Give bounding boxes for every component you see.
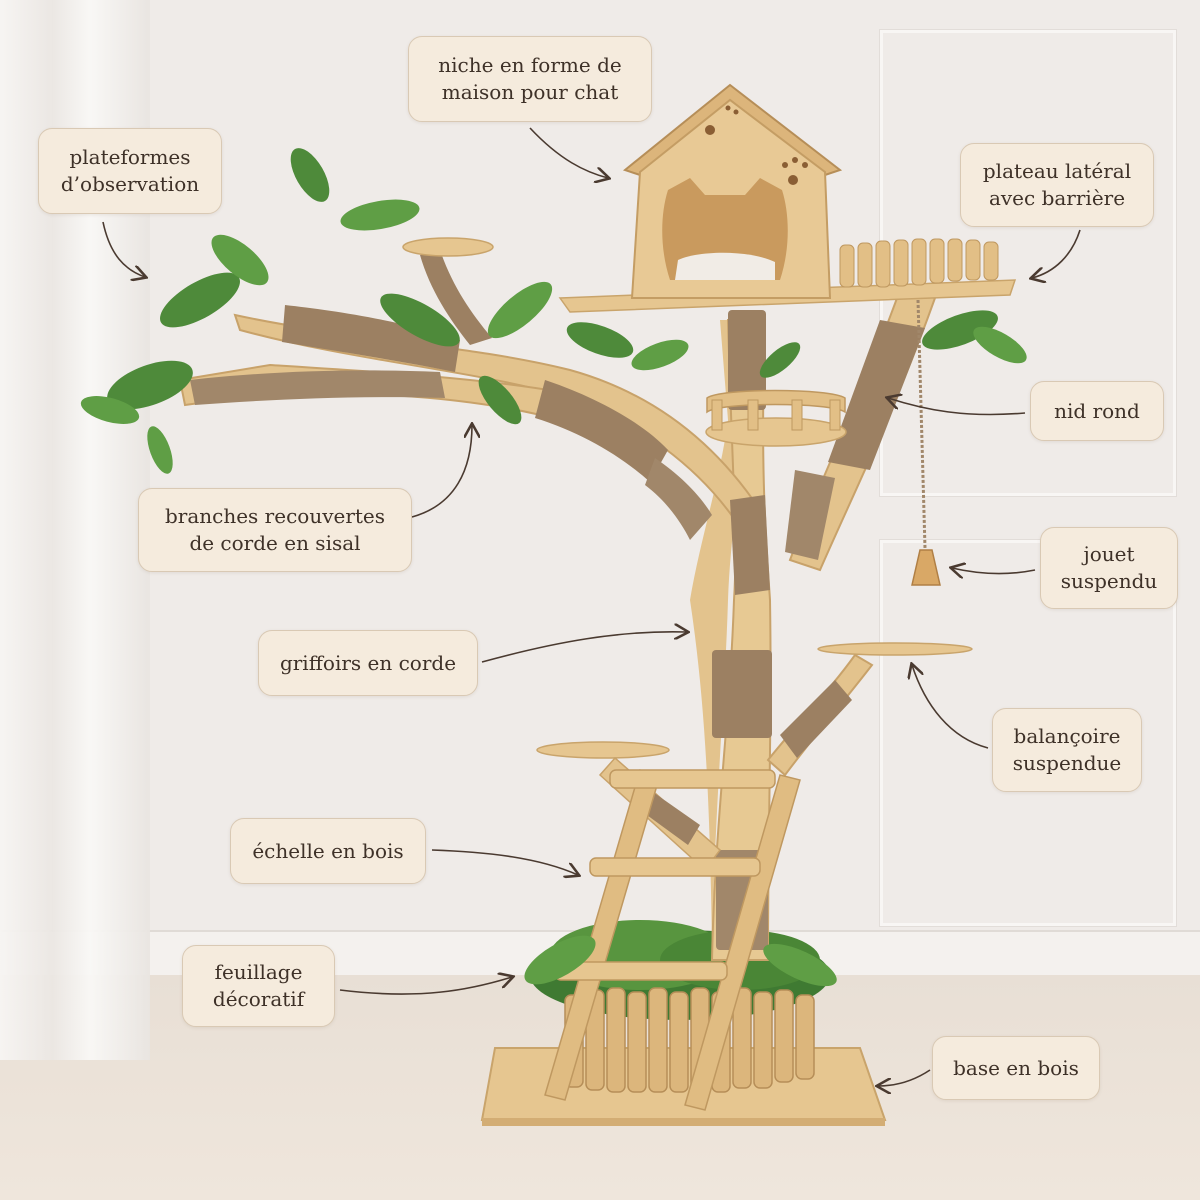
callout-arrows [102,127,1081,1086]
label-branches-line2: de corde en sisal [189,531,361,555]
label-jouet-line2: suspendu [1060,569,1158,593]
swing-branch [766,642,973,777]
label-echelle: échelle en bois [230,818,426,884]
arrow-branches [411,425,472,518]
arrow-feuillage [339,977,512,995]
arrow-echelle [431,849,578,875]
arrow-plateformes [102,221,145,277]
label-griffoirs: griffoirs en corde [258,630,478,696]
label-feuillage-line2: décoratif [212,987,305,1011]
arrow-niche [529,127,608,178]
label-plateau-line1: plateau latéral [982,159,1132,183]
right-branch [785,288,937,572]
round-nest [705,389,847,447]
foliage [80,148,1027,987]
label-balancoire-line1: balançoire [1013,724,1121,748]
arrow-plateau [1032,229,1081,278]
label-griffoirs-line1: griffoirs en corde [279,650,457,675]
label-plateau: plateau latéral avec barrière [960,143,1154,227]
hanging-toy [911,299,941,586]
wall-panel [880,540,1176,926]
label-plateformes-line2: d’observation [60,172,200,196]
label-jouet-line1: jouet [1083,542,1135,566]
label-nid: nid rond [1030,381,1164,441]
label-balancoire: balançoire suspendue [992,708,1142,792]
label-plateformes: plateformes d’observation [38,128,222,214]
label-feuillage-line1: feuillage [214,960,303,984]
label-echelle-line1: échelle en bois [252,838,404,863]
label-base: base en bois [932,1036,1100,1100]
label-base-line1: base en bois [953,1055,1079,1080]
label-plateformes-line1: plateformes [69,145,191,169]
arrow-jouet [952,568,1036,574]
label-plateau-line2: avec barrière [988,186,1126,210]
label-niche-line1: niche en forme de [438,53,622,77]
label-jouet: jouet suspendu [1040,527,1178,609]
left-branch [178,250,770,595]
ladder [536,741,801,1111]
cat-house [622,83,843,299]
label-balancoire-line2: suspendue [1012,751,1122,775]
arrow-balancoire [912,665,989,749]
label-niche-line2: maison pour chat [441,80,619,104]
arrow-griffoirs [481,632,687,663]
observation-platform [402,237,494,257]
label-feuillage: feuillage décoratif [182,945,335,1027]
label-niche: niche en forme de maison pour chat [408,36,652,122]
arrow-base [878,1069,931,1086]
label-branches: branches recouvertes de corde en sisal [138,488,412,572]
label-nid-line1: nid rond [1054,398,1140,423]
arrow-nid [888,398,1026,416]
label-branches-line1: branches recouvertes [164,504,386,528]
